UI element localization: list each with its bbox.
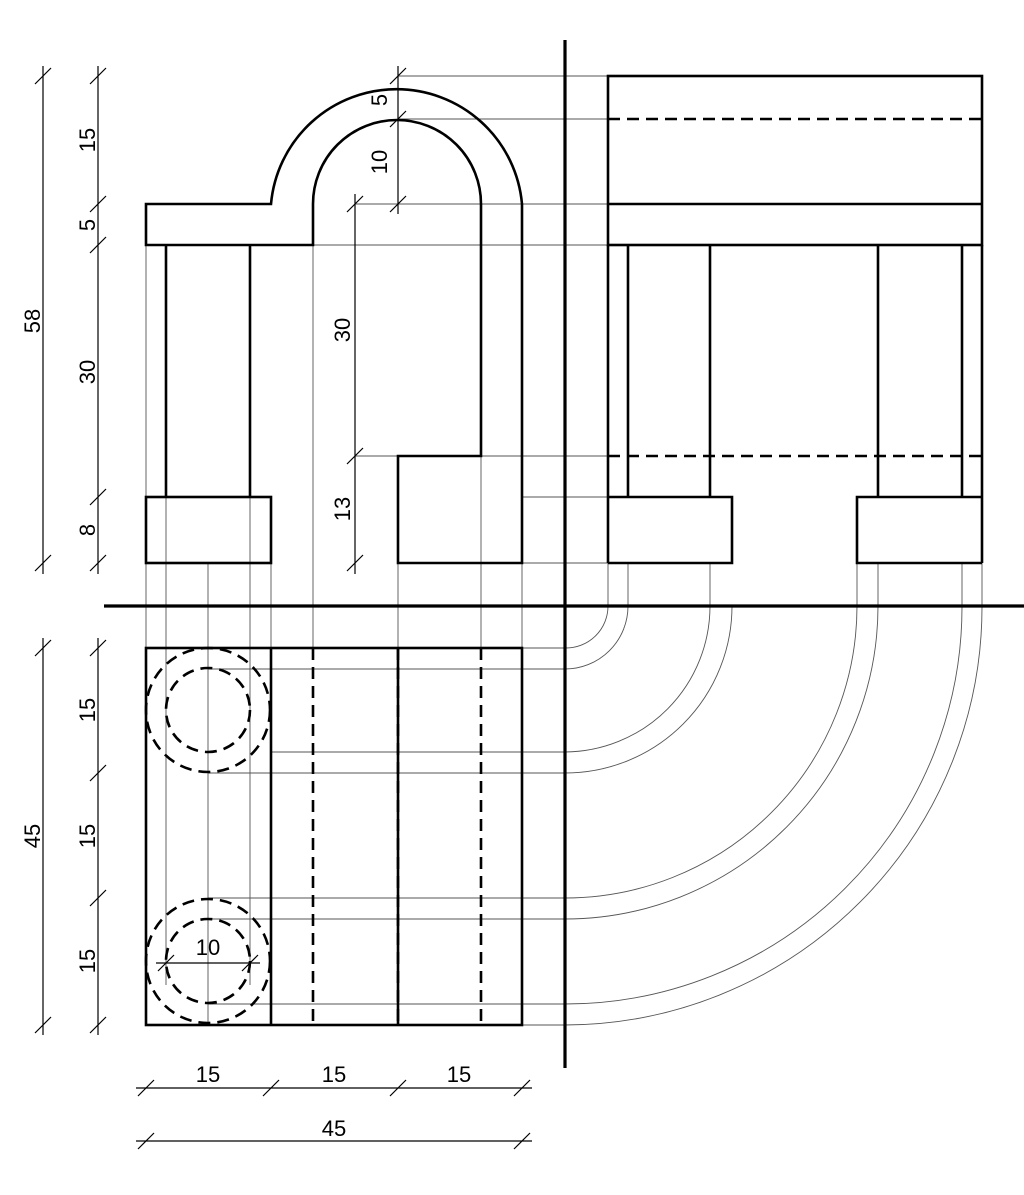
top-view xyxy=(144,646,524,1027)
hole-upper-outer xyxy=(144,646,272,774)
dim-top-row3-15: 15 xyxy=(75,949,100,973)
dim-top-row1-15: 15 xyxy=(75,698,100,722)
dim-width-col2-15: 15 xyxy=(322,1062,346,1087)
hole-upper-inner xyxy=(164,666,252,754)
dim-front-30: 30 xyxy=(75,360,100,384)
dim-width-total-45: 45 xyxy=(322,1116,346,1141)
dim-slot-30: 30 xyxy=(330,318,355,342)
front-view xyxy=(144,87,524,565)
dim-hole-10: 10 xyxy=(196,935,220,960)
dim-top-depth-45: 45 xyxy=(20,824,45,848)
dim-step-13: 13 xyxy=(330,497,355,521)
hole-lower-outer xyxy=(144,897,272,1025)
dim-front-5: 5 xyxy=(75,219,100,231)
dim-width-col3-15: 15 xyxy=(447,1062,471,1087)
view-axes xyxy=(104,40,1024,1068)
dim-arch-5: 5 xyxy=(367,94,392,106)
dim-arch-10: 10 xyxy=(367,150,392,174)
dim-front-8: 8 xyxy=(75,524,100,536)
dim-front-height-58: 58 xyxy=(20,309,45,333)
hole-lower-inner xyxy=(164,917,252,1005)
side-view xyxy=(606,74,984,565)
dim-front-15: 15 xyxy=(75,128,100,152)
dim-width-col1-15: 15 xyxy=(196,1062,220,1087)
dim-top-row2-15: 15 xyxy=(75,824,100,848)
dimensions: 58 15 5 30 8 5 10 30 13 45 xyxy=(20,66,532,1150)
